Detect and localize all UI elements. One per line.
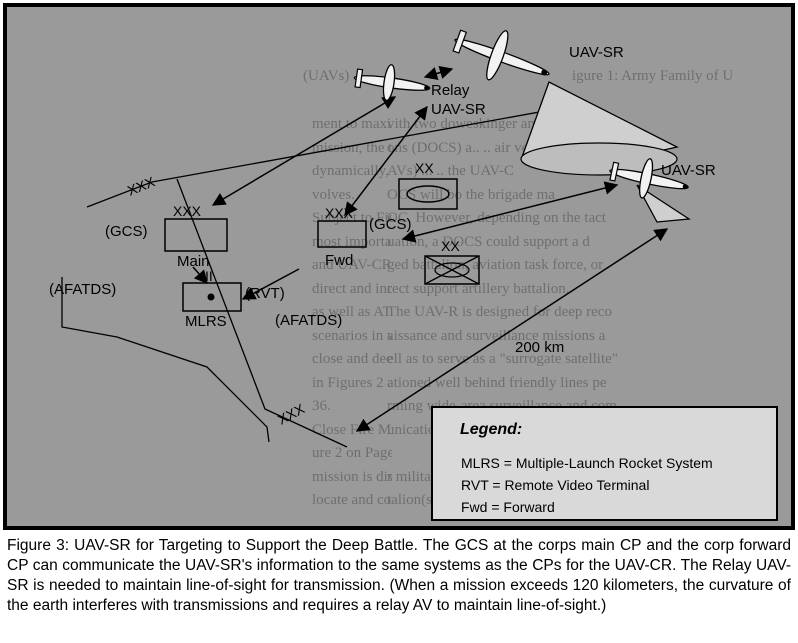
diagram-graphics bbox=[61, 29, 691, 448]
corps-boundary-line-bottom bbox=[61, 277, 270, 443]
sensor-cone-right bbox=[636, 184, 691, 223]
legend-item-rvt: RVT = Remote Video Terminal bbox=[461, 477, 650, 493]
division-recon-symbol bbox=[398, 178, 458, 210]
legend-item-fwd: Fwd = Forward bbox=[461, 499, 555, 515]
label-distance: 200 km bbox=[515, 339, 565, 356]
label-relay-uav-sr: UAV-SR bbox=[431, 101, 486, 118]
division-armor-diag-2 bbox=[424, 255, 480, 285]
uav-sr-right-aircraft bbox=[609, 158, 689, 199]
fwd-cp-symbol bbox=[317, 220, 367, 248]
label-xx-right: XX bbox=[441, 238, 460, 254]
background-header-left: (UAVs) bbox=[303, 68, 350, 84]
background-text-line: mission is diverted by the brigade S2 t bbox=[312, 468, 392, 485]
figure-frame: (UAVs) igure 1: Army Family of U vith tw… bbox=[3, 3, 795, 530]
label-uav-sr-top: UAV-SR bbox=[569, 44, 624, 61]
main-cp-symbol bbox=[164, 218, 228, 252]
division-recon-oval bbox=[406, 185, 450, 203]
label-xx-top: XX bbox=[415, 160, 434, 176]
mlrs-unit-dot bbox=[207, 293, 215, 301]
label-main: Main bbox=[177, 253, 210, 270]
sensor-footprint-top bbox=[520, 142, 678, 176]
label-afatds-right: (AFATDS) bbox=[275, 312, 343, 329]
label-gcs-right: (GCS) bbox=[369, 216, 412, 233]
label-rvt: (RVT) bbox=[245, 285, 285, 302]
legend-title: Legend: bbox=[460, 421, 523, 438]
background-text-line: ure 2 on Page 36, the UAV-CR flying bbox=[312, 445, 392, 461]
label-xxx-main: XXX bbox=[173, 203, 202, 219]
uav-sr-top-aircraft bbox=[452, 29, 550, 81]
division-armor-oval bbox=[434, 262, 470, 278]
label-afatds-left: (AFATDS) bbox=[49, 281, 117, 298]
label-mlrs: MLRS bbox=[185, 313, 227, 330]
label-ii: II bbox=[205, 268, 213, 284]
legend-box: Legend: MLRS = Multiple-Launch Rocket Sy… bbox=[431, 406, 778, 521]
division-armor-symbol bbox=[424, 255, 480, 285]
background-text-line: 36. bbox=[312, 398, 331, 414]
label-relay: Relay bbox=[431, 82, 470, 99]
label-fwd: Fwd bbox=[325, 252, 354, 269]
label-gcs-left: (GCS) bbox=[105, 223, 148, 240]
label-uav-sr-right: UAV-SR bbox=[661, 162, 716, 179]
arrow-relay-to-fwd bbox=[344, 105, 428, 217]
arrow-relay-to-uav-sr bbox=[423, 65, 454, 81]
mlrs-unit-symbol bbox=[182, 282, 242, 312]
arrow-fwd-to-mlrs bbox=[241, 268, 300, 300]
arrow-uav-sr-to-gcs-fwd bbox=[401, 181, 619, 243]
arrow-main-to-mlrs bbox=[192, 266, 208, 285]
background-text-line: locate and confirm a convoy of tracke bbox=[312, 492, 392, 508]
arrow-relay-to-main bbox=[211, 96, 397, 206]
legend-item-mlrs: MLRS = Multiple-Launch Rocket System bbox=[461, 455, 713, 471]
label-xxx-fwd: XXX bbox=[325, 205, 354, 221]
background-text-line: ons (DOCS) a.. .. air vehicles bbox=[387, 139, 564, 156]
background-header-right: igure 1: Army Family of U bbox=[572, 68, 734, 84]
corps-boundary-line-top bbox=[86, 106, 568, 208]
figure-caption: Figure 3: UAV-SR for Targeting to Suppor… bbox=[7, 537, 791, 614]
distance-arrow-200km bbox=[355, 228, 669, 432]
sector-line bbox=[176, 178, 348, 448]
relay-uav-sr-aircraft bbox=[353, 64, 431, 102]
